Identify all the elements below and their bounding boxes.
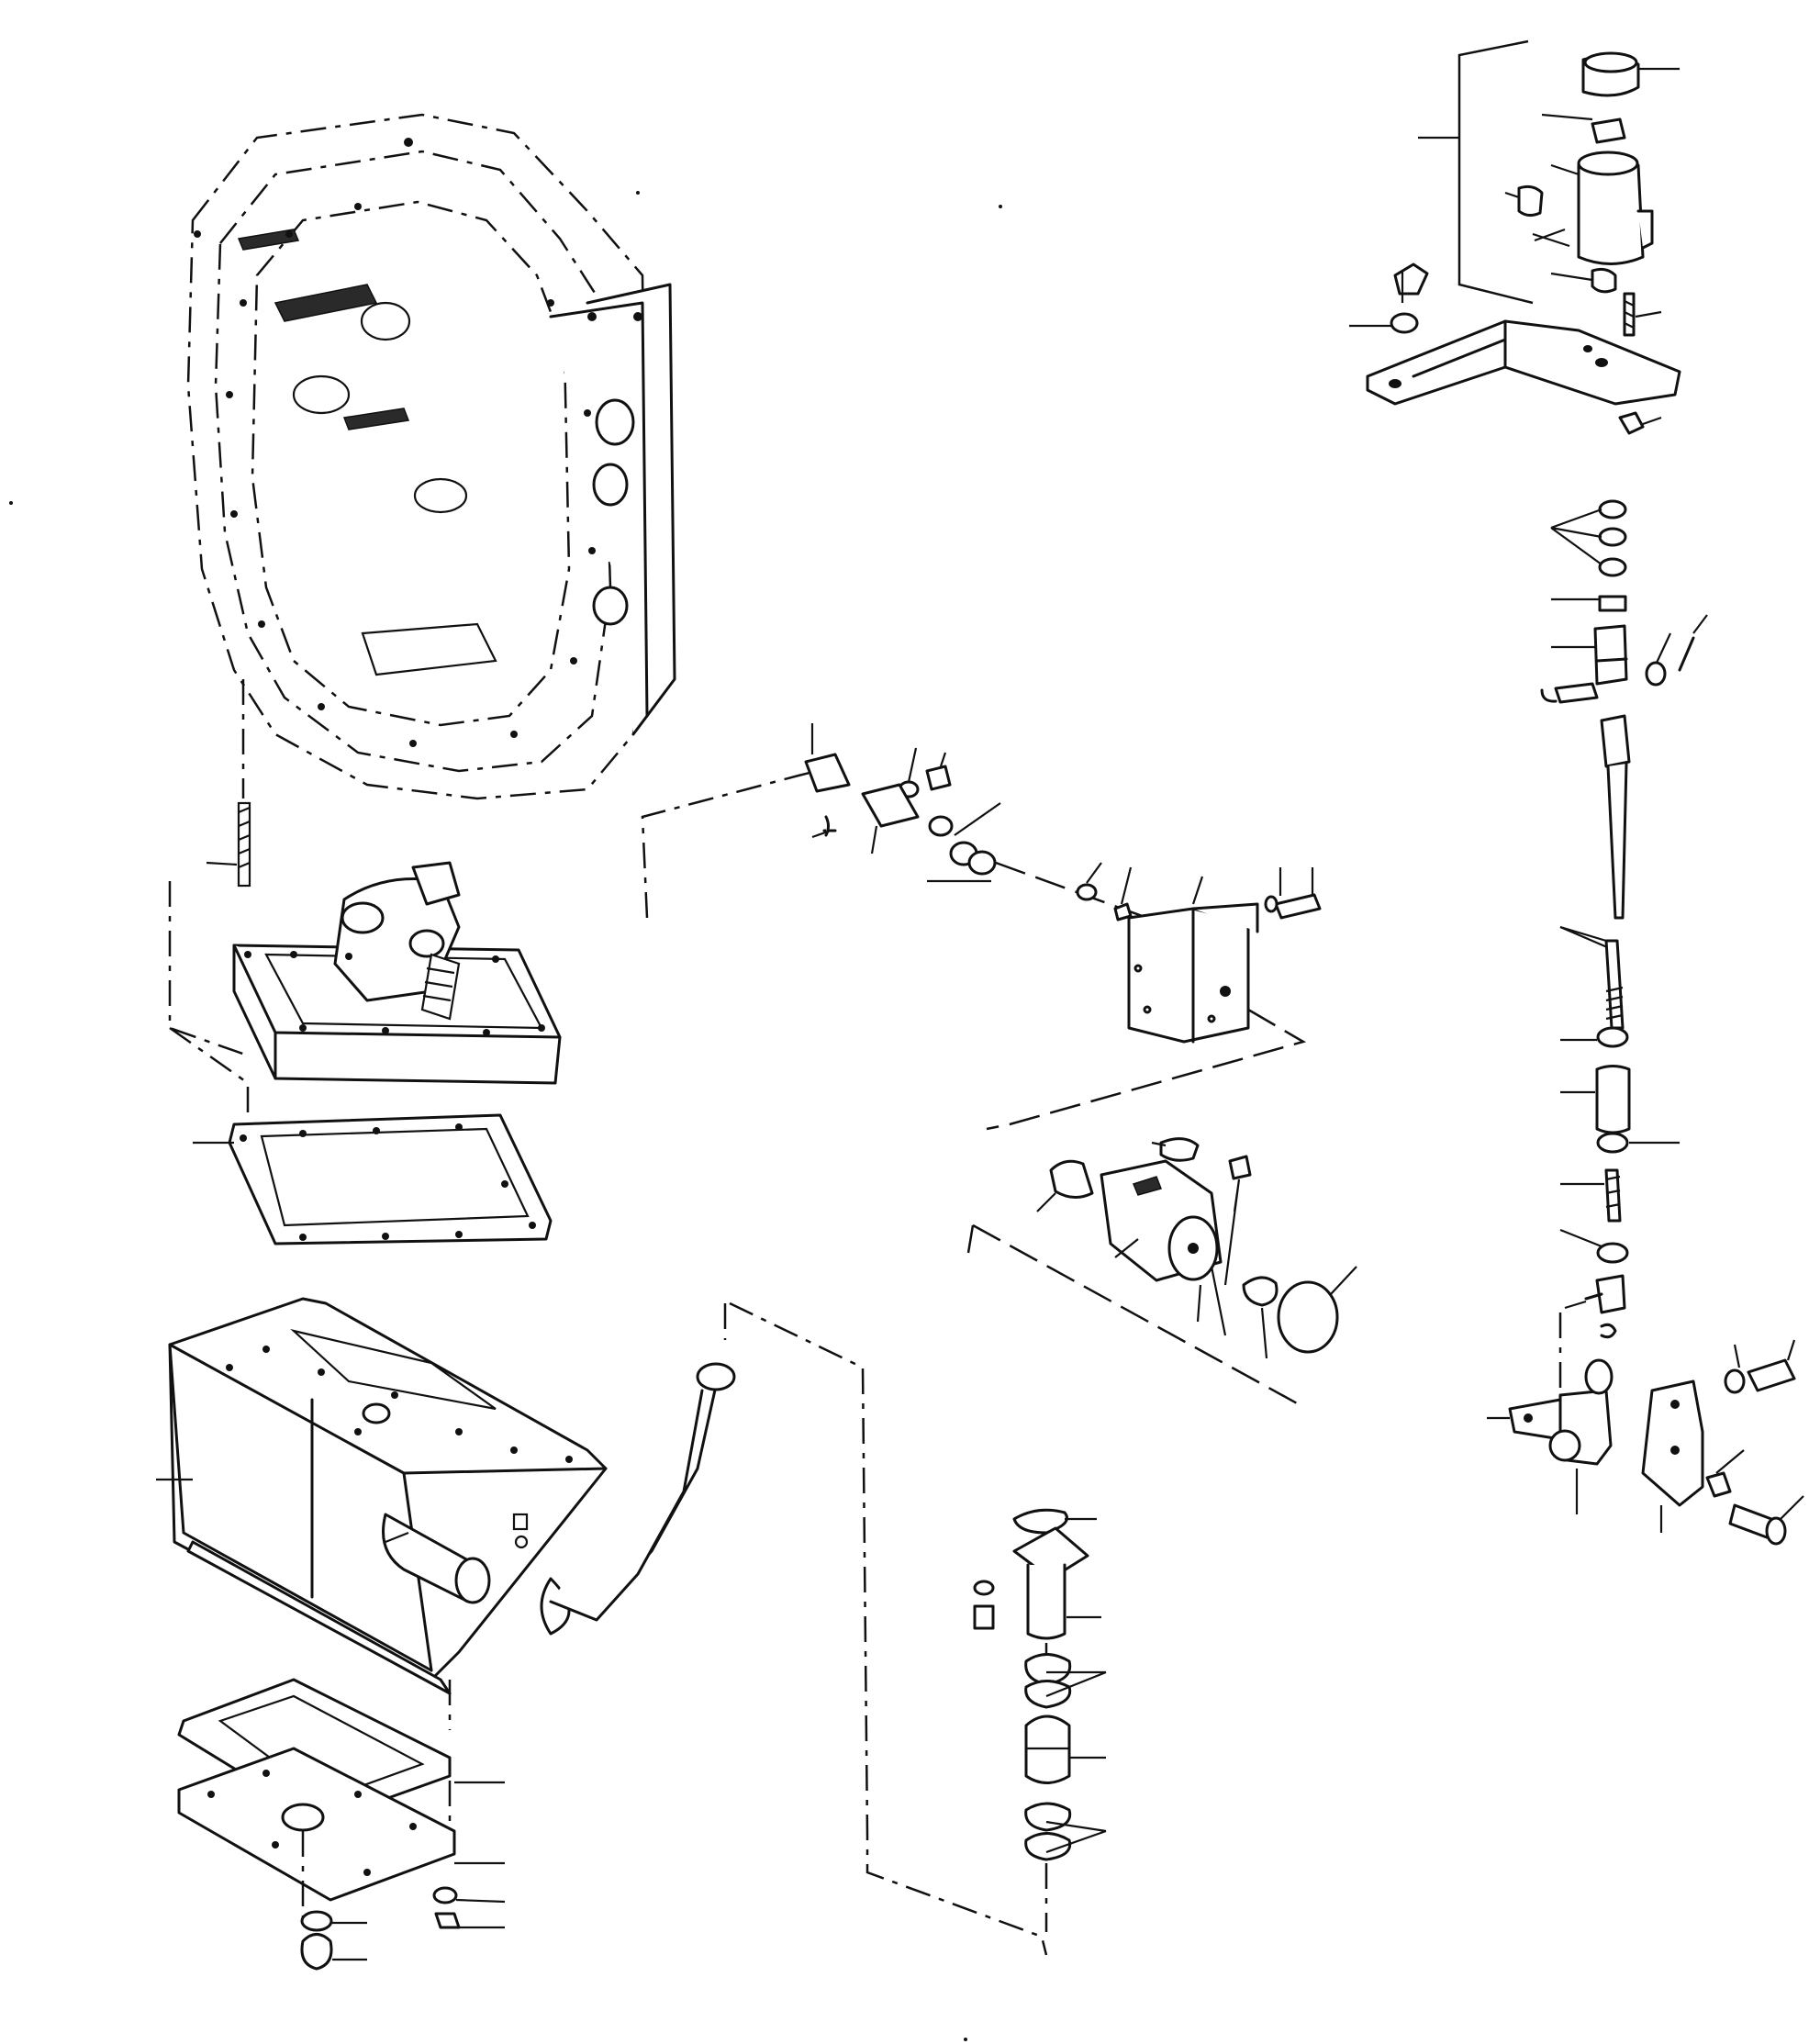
housing-stud (206, 679, 251, 888)
linkage-rod-assembly (1540, 499, 1708, 1413)
mounting-bracket (986, 862, 1322, 1131)
solenoid-exploded-set (966, 1137, 1357, 1406)
oil-pan (156, 1297, 1048, 1956)
control-valve-assembly (168, 769, 818, 1120)
filler-tube-assembly (973, 1508, 1107, 1932)
oil-pan-cover-and-gasket (177, 1678, 506, 1971)
valve-gasket (193, 1113, 553, 1245)
solenoid-bracket-assembly (1349, 39, 1681, 435)
stray-marks (9, 191, 1002, 2041)
transmission-housing (186, 113, 676, 800)
bell-crank-and-plate (1487, 1339, 1804, 1546)
